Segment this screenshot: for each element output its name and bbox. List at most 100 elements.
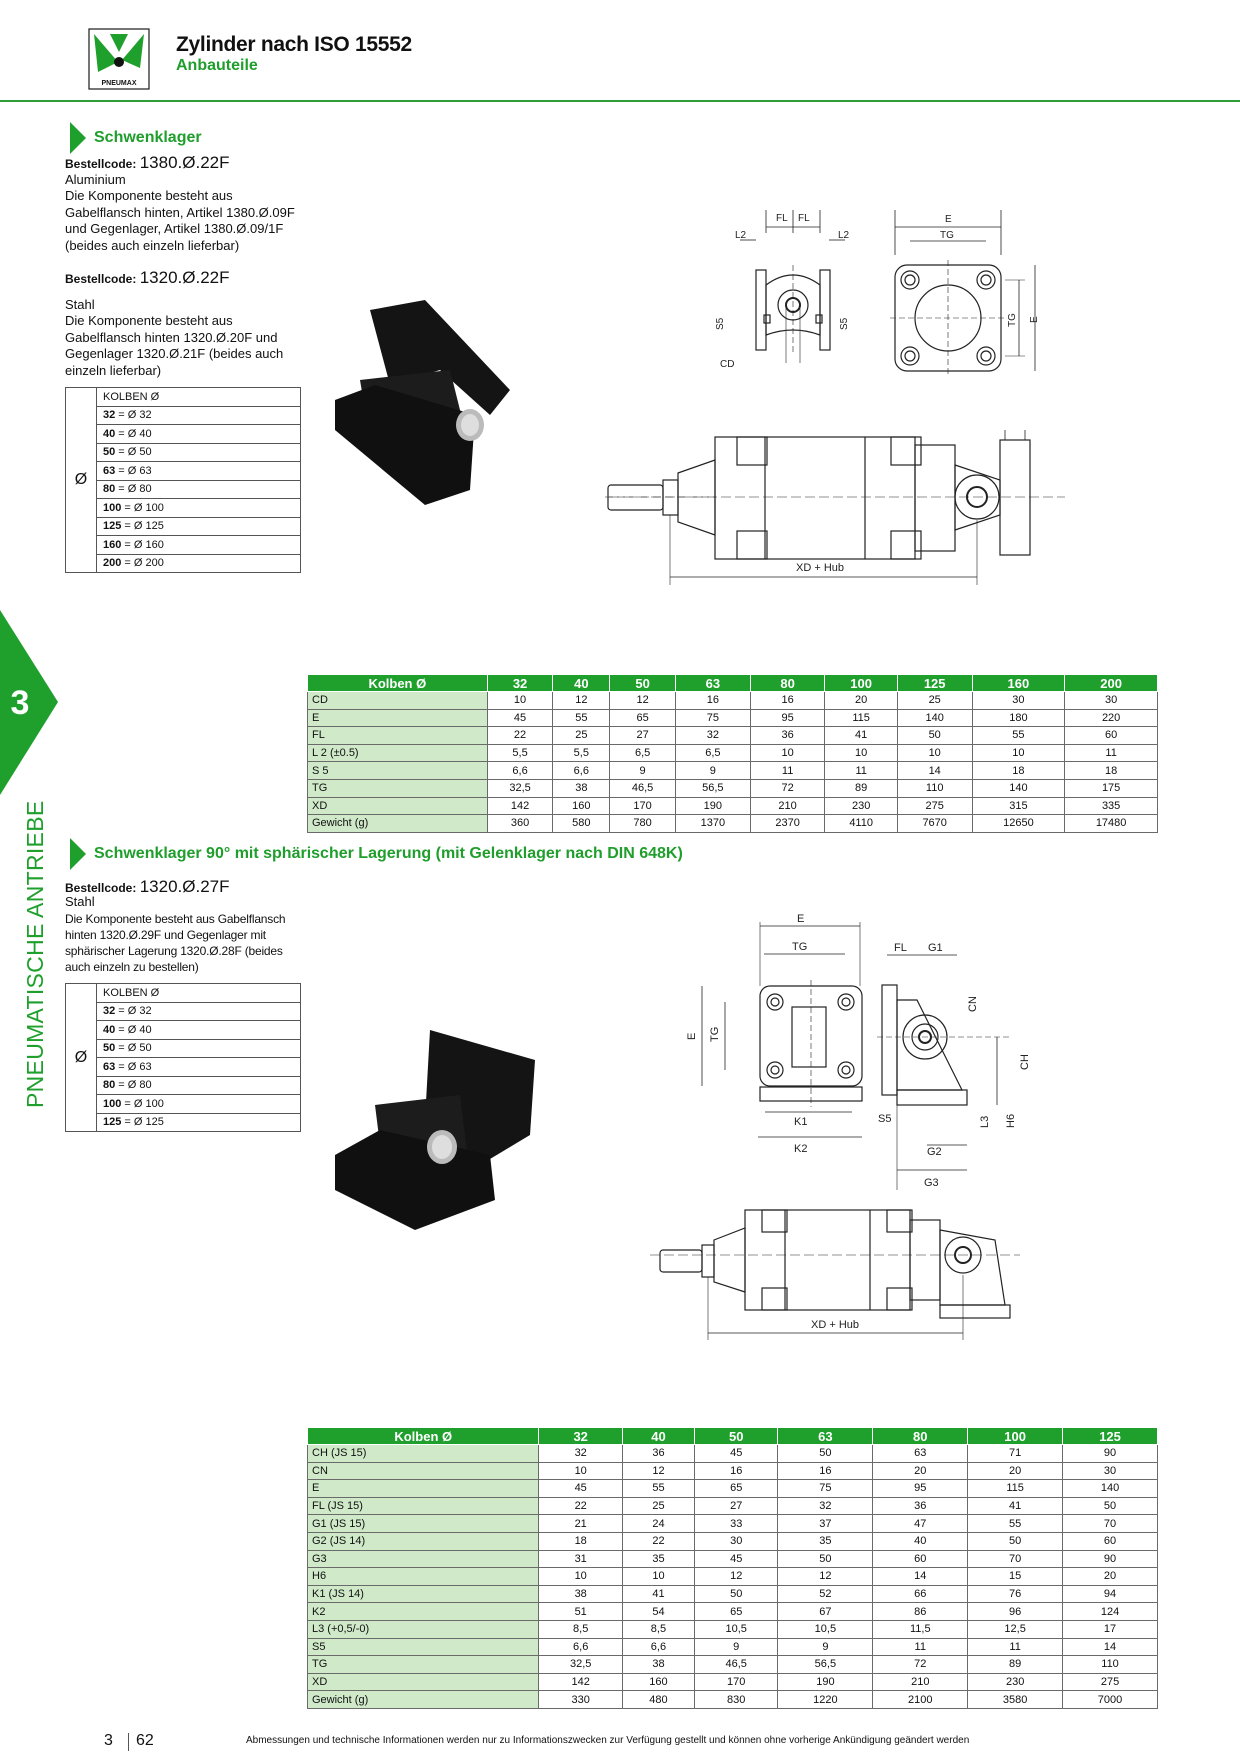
table-cell: 14: [896, 761, 973, 780]
kolben-row: 100 = Ø 100: [96, 1094, 301, 1114]
table-cell: 8,5: [621, 1619, 695, 1639]
table-cell: 12: [621, 1461, 695, 1481]
svg-text:E: E: [797, 913, 804, 925]
table-cell: 65: [693, 1602, 779, 1621]
row-label: CN: [306, 1461, 540, 1481]
svg-text:FL: FL: [798, 213, 810, 224]
table-cell: 190: [674, 796, 751, 816]
table-cell: 76: [967, 1584, 1064, 1604]
table-cell: 780: [609, 814, 676, 833]
table-cell: 50: [777, 1549, 874, 1569]
table-cell: 46,5: [693, 1655, 779, 1674]
svg-text:S5: S5: [715, 317, 726, 330]
section1-material2: Stahl: [65, 297, 95, 312]
table-cell: 160: [552, 796, 611, 816]
table-cell: 12: [552, 691, 611, 710]
drawing2-front-view: E TG E TG K1 K2: [680, 912, 875, 1162]
table-cell: 21: [538, 1514, 623, 1533]
section1-code2: Bestellcode: 1320.Ø.22F: [65, 268, 230, 287]
table-cell: 20: [967, 1461, 1064, 1481]
table-cell: 50: [1062, 1496, 1158, 1516]
footer-chapter: 3: [104, 1732, 113, 1749]
svg-text:E: E: [945, 214, 952, 225]
table-cell: 5,5: [552, 743, 611, 763]
row-label: H6: [306, 1567, 540, 1586]
table-cell: 65: [693, 1479, 779, 1498]
row-label: CH (JS 15): [306, 1444, 540, 1463]
table-cell: 16: [749, 691, 826, 710]
svg-text:CN: CN: [967, 996, 979, 1012]
kolben-row: 50 = Ø 50: [96, 1038, 301, 1058]
table-cell: 11: [749, 761, 826, 780]
table-header-cell: Kolben Ø: [307, 674, 488, 692]
kolben-row: 40 = Ø 40: [96, 1020, 301, 1040]
svg-text:XD + Hub: XD + Hub: [811, 1319, 859, 1331]
table-cell: 16: [693, 1461, 779, 1481]
table-cell: 90: [1062, 1444, 1158, 1463]
table-cell: 41: [824, 726, 898, 745]
drawing-cylinder-assembly-2: XD + Hub: [650, 1200, 1070, 1350]
table-cell: 50: [777, 1444, 874, 1463]
table-cell: 10: [538, 1461, 623, 1481]
drawing-side-view: FL FL L2 L2 S5 S5 CD: [710, 205, 870, 410]
table-cell: 140: [1062, 1479, 1158, 1498]
table-header-cell: 200: [1064, 674, 1158, 692]
chapter-label: PNEUMATISCHE ANTRIEBE: [22, 800, 48, 1108]
svg-text:H6: H6: [1005, 1114, 1017, 1128]
table-cell: 75: [777, 1479, 874, 1498]
row-label: XD: [307, 796, 488, 816]
table-cell: 1220: [777, 1690, 874, 1709]
table-cell: 16: [674, 691, 751, 710]
table-header-cell: 40: [552, 674, 611, 692]
table-cell: 32,5: [538, 1655, 623, 1674]
row-label: G1 (JS 15): [306, 1514, 540, 1533]
table-cell: 15: [967, 1567, 1064, 1586]
svg-text:TG: TG: [940, 230, 954, 241]
table-cell: 45: [693, 1549, 779, 1569]
table-cell: 36: [872, 1496, 969, 1516]
table-cell: 9: [609, 761, 676, 780]
section1-title: Schwenklager: [94, 129, 202, 146]
table-cell: 12650: [971, 814, 1066, 833]
table-cell: 90: [1062, 1549, 1158, 1569]
table-cell: 7670: [896, 814, 973, 833]
kolben-row: 125 = Ø 125: [96, 1112, 301, 1132]
svg-text:G3: G3: [924, 1177, 939, 1189]
table-header-cell: 32: [538, 1427, 623, 1445]
footer-divider: [128, 1733, 129, 1751]
table-cell: 9: [777, 1637, 874, 1657]
table-cell: 30: [1064, 691, 1158, 710]
table-cell: 180: [971, 708, 1066, 728]
table-cell: 30: [971, 691, 1066, 710]
table-cell: 11,5: [872, 1619, 969, 1639]
diameter-symbol: Ø: [65, 387, 97, 573]
table-cell: 51: [538, 1602, 623, 1621]
table-cell: 210: [749, 796, 826, 816]
table-cell: 7000: [1062, 1690, 1158, 1709]
table-cell: 95: [749, 708, 826, 728]
table-cell: 230: [824, 796, 898, 816]
table-cell: 75: [674, 708, 751, 728]
table-cell: 2370: [749, 814, 826, 833]
table-cell: 55: [971, 726, 1066, 745]
table-cell: 27: [693, 1496, 779, 1516]
table-cell: 14: [1062, 1637, 1158, 1657]
row-label: CD: [307, 691, 488, 710]
table-header-cell: 40: [621, 1427, 695, 1445]
drawing-front-view: E TG TG E: [885, 205, 1055, 385]
table-cell: 45: [538, 1479, 623, 1498]
table-cell: 170: [693, 1672, 779, 1692]
section1-code1: Bestellcode: 1380.Ø.22F: [65, 153, 230, 172]
table-cell: 11: [872, 1637, 969, 1657]
